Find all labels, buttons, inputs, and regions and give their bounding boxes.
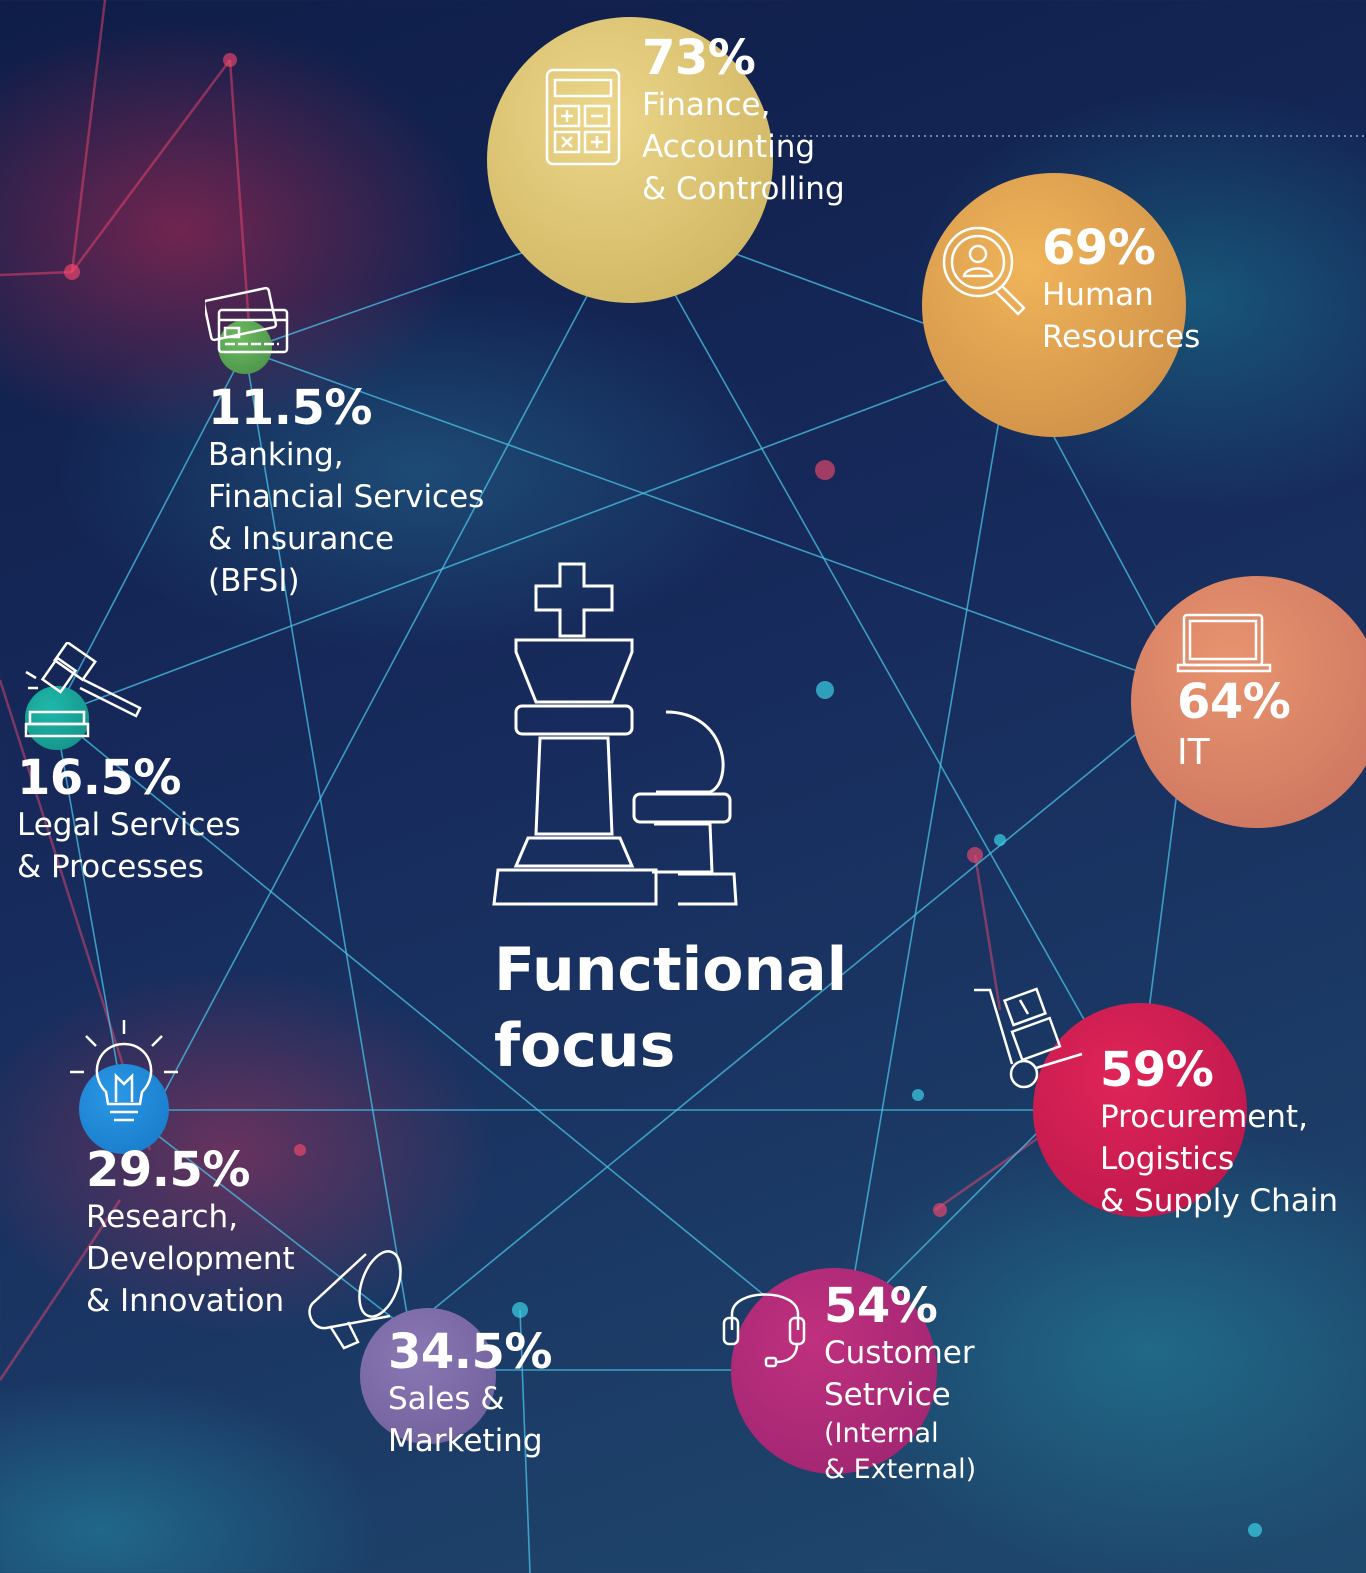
procurement-label: 59% Procurement, Logistics & Supply Chai… <box>1100 1044 1338 1222</box>
rnd-label: 29.5% Research, Development & Innovation <box>86 1144 295 1322</box>
banking-line-1: Banking, <box>208 437 344 473</box>
lightbulb-icon <box>70 1020 178 1122</box>
procurement-circle <box>1033 1003 1247 1217</box>
hr-line-2: Resources <box>1042 319 1201 355</box>
customer-service-line-3: (Internal <box>824 1418 939 1449</box>
rnd-circle <box>79 1064 169 1154</box>
diagram-title: Functional focus <box>494 932 847 1084</box>
customer-service-label: 54% Customer Setrvice (Internal & Extern… <box>824 1280 976 1488</box>
legal-label: 16.5% Legal Services & Processes <box>17 752 241 888</box>
procurement-line-2: Logistics <box>1100 1141 1235 1177</box>
title-line-2: focus <box>494 1011 676 1081</box>
sales-line-1: Sales & <box>388 1381 505 1417</box>
it-circle <box>1131 576 1366 828</box>
title-line-1: Functional <box>494 935 848 1005</box>
sales-line-2: Marketing <box>388 1423 543 1459</box>
it-label: 64% IT <box>1177 674 1291 778</box>
finance-line-2: Accounting <box>642 129 816 165</box>
megaphone-icon <box>308 1250 402 1350</box>
rnd-line-1: Research, <box>86 1199 239 1235</box>
customer-service-percent: 54% <box>824 1278 938 1334</box>
finance-line-1: Finance, <box>642 87 771 123</box>
procurement-line-1: Procurement, <box>1100 1099 1308 1135</box>
procurement-percent: 59% <box>1100 1042 1214 1098</box>
customer-service-line-4: & External) <box>824 1454 977 1485</box>
finance-percent: 73% <box>642 30 756 86</box>
hand-truck-icon <box>974 987 1083 1089</box>
banking-line-4: (BFSI) <box>208 563 300 599</box>
finance-line-3: & Controlling <box>642 171 845 207</box>
customer-service-line-1: Customer <box>824 1335 975 1371</box>
chess-king-pawn-icon <box>492 562 738 906</box>
credit-card-icon <box>205 286 289 354</box>
customer-service-line-2: Setrvice <box>824 1377 951 1413</box>
hr-line-1: Human <box>1042 277 1154 313</box>
finance-circle <box>487 17 773 303</box>
search-person-icon <box>942 226 1026 316</box>
hr-label: 69% Human Resources <box>1042 222 1200 358</box>
legal-line-2: & Processes <box>17 849 204 885</box>
customer-service-circle <box>731 1268 937 1474</box>
rnd-percent: 29.5% <box>86 1142 251 1198</box>
calculator-icon <box>545 68 621 166</box>
banking-percent: 11.5% <box>208 380 373 436</box>
sales-label: 34.5% Sales & Marketing <box>388 1324 553 1462</box>
laptop-icon <box>1176 613 1272 673</box>
gavel-icon <box>24 642 142 738</box>
legal-percent: 16.5% <box>17 750 182 806</box>
headset-icon <box>722 1293 806 1368</box>
it-line-1: IT <box>1177 732 1210 773</box>
finance-label: 73% Finance, Accounting & Controlling <box>642 32 845 210</box>
rnd-line-3: & Innovation <box>86 1283 285 1319</box>
sales-circle <box>360 1308 496 1444</box>
banking-label: 11.5% Banking, Financial Services & Insu… <box>208 382 484 602</box>
it-percent: 64% <box>1177 674 1291 730</box>
sales-percent: 34.5% <box>388 1324 553 1380</box>
banking-line-3: & Insurance <box>208 521 395 557</box>
banking-line-2: Financial Services <box>208 479 485 515</box>
legal-line-1: Legal Services <box>17 807 241 843</box>
hr-circle <box>922 173 1186 437</box>
procurement-line-3: & Supply Chain <box>1100 1183 1339 1219</box>
legal-circle <box>25 686 89 750</box>
hr-percent: 69% <box>1042 220 1156 276</box>
rnd-line-2: Development <box>86 1241 295 1277</box>
